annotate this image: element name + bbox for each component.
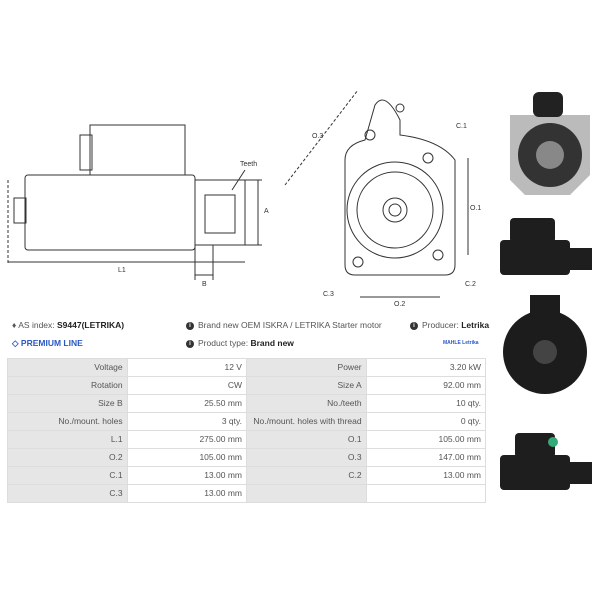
spec-label: O.1 (245, 430, 367, 449)
product-photo-side (500, 218, 592, 275)
spec-label: O.3 (245, 448, 367, 467)
side-view-drawing (7, 124, 262, 280)
product-photo-side-2 (500, 433, 592, 490)
spec-value: 12 V (126, 358, 247, 377)
spec-value: 3.20 kW (365, 358, 487, 377)
dim-a-label: A (264, 208, 269, 215)
front-view-drawing (284, 89, 469, 298)
spec-label: No./mount. holes (7, 412, 128, 431)
spec-label: Size B (7, 394, 128, 413)
spec-value: CW (126, 376, 247, 395)
dim-c2-label: C.2 (465, 281, 476, 288)
teeth-label: Teeth (240, 161, 257, 168)
premium-line-badge: ◇ PREMIUM LINE (12, 338, 83, 349)
spec-value: 13.00 mm (126, 466, 247, 485)
dim-c1-label: C.1 (456, 123, 467, 130)
info-icon: i (186, 339, 194, 348)
product-type: i Product type: Brand new (186, 338, 294, 348)
spec-label: Voltage (7, 358, 128, 377)
dim-o1-label: O.1 (470, 205, 481, 212)
spec-label: C.2 (245, 466, 367, 485)
spec-value: 275.00 mm (126, 430, 247, 449)
brand-logo: MAHLE Letrika (443, 340, 479, 346)
spec-label: No./teeth (245, 394, 367, 413)
spec-label: Size A (245, 376, 367, 395)
dim-l1-label: L1 (118, 267, 126, 274)
description-text: Brand new OEM ISKRA / LETRIKA Starter mo… (198, 320, 382, 330)
dim-o2-label: O.2 (394, 301, 405, 308)
spec-value (365, 484, 487, 503)
info-icon: i (410, 321, 418, 330)
spec-value: 105.00 mm (365, 430, 487, 449)
description: i Brand new OEM ISKRA / LETRIKA Starter m… (186, 320, 382, 330)
spec-value: 147.00 mm (365, 448, 487, 467)
spec-label: Power (245, 358, 367, 377)
spec-value: 3 qty. (126, 412, 247, 431)
technical-drawing: Teeth A B L1 O.3 C.1 O.1 C.2 C.3 O.2 (7, 89, 481, 308)
spec-label: C.1 (7, 466, 128, 485)
dim-c3-label: C.3 (323, 291, 334, 298)
spec-label: L.1 (7, 430, 128, 449)
tag-icon: ♦ (12, 320, 17, 330)
dim-o3-label: O.3 (312, 133, 323, 140)
spec-value: 10 qty. (365, 394, 487, 413)
spec-value: 0 qty. (365, 412, 487, 431)
producer: i Producer: Letrika (410, 320, 489, 330)
as-index-label: AS index: (18, 320, 55, 330)
spec-value: 92.00 mm (365, 376, 487, 395)
product-type-label: Product type: (198, 338, 249, 348)
spec-label (245, 484, 367, 503)
spec-label: O.2 (7, 448, 128, 467)
spec-value: 13.00 mm (126, 484, 247, 503)
producer-label: Producer: (422, 320, 459, 330)
as-index-value: S9447(LETRIKA) (57, 320, 125, 330)
premium-line-label: PREMIUM LINE (20, 338, 83, 348)
diamond-icon: ◇ (12, 338, 19, 348)
spec-value: 105.00 mm (126, 448, 247, 467)
producer-value: Letrika (461, 320, 490, 330)
as-index: ♦ AS index: S9447(LETRIKA) (12, 320, 124, 330)
spec-value: 25.50 mm (126, 394, 247, 413)
product-type-value: Brand new (250, 338, 294, 348)
dim-b-label: B (202, 281, 207, 288)
spec-label: Rotation (7, 376, 128, 395)
product-photo-front (510, 92, 590, 195)
product-photo-rear (503, 295, 587, 394)
spec-label: No./mount. holes with thread (245, 412, 367, 431)
spec-value: 13.00 mm (365, 466, 487, 485)
product-photos (500, 92, 592, 490)
info-icon: i (186, 321, 194, 330)
spec-label: C.3 (7, 484, 128, 503)
